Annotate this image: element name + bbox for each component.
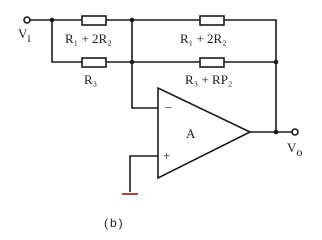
wire-input-lower <box>51 20 82 63</box>
resistor-top-right-label: R₁ + 2R₂ <box>180 31 227 46</box>
opamp-triangle <box>157 86 252 180</box>
resistor-lower-left <box>81 57 107 68</box>
output-terminal <box>291 128 299 136</box>
opamp-label: A <box>186 126 196 141</box>
wire-to-ground <box>129 155 158 192</box>
opamp-inverting-sign: − <box>165 100 172 115</box>
opamp-noninverting-sign: + <box>163 148 170 163</box>
input-terminal <box>23 16 31 24</box>
resistor-top-left-label: R₁ + 2R₂ <box>65 31 112 46</box>
wire-top-right <box>224 19 277 62</box>
figure-caption: (b) <box>104 216 125 230</box>
junction-output <box>273 129 279 135</box>
resistor-top-left <box>81 15 107 26</box>
resistor-top-right <box>199 15 225 26</box>
input-label: Vi <box>18 26 31 45</box>
output-label: Vo <box>287 140 302 159</box>
resistor-lower-right <box>199 57 225 68</box>
wire-to-inverting <box>131 62 158 109</box>
resistor-lower-right-label: R₃ + RP₂ <box>185 72 232 87</box>
resistor-lower-left-label: R₃ <box>84 72 97 87</box>
